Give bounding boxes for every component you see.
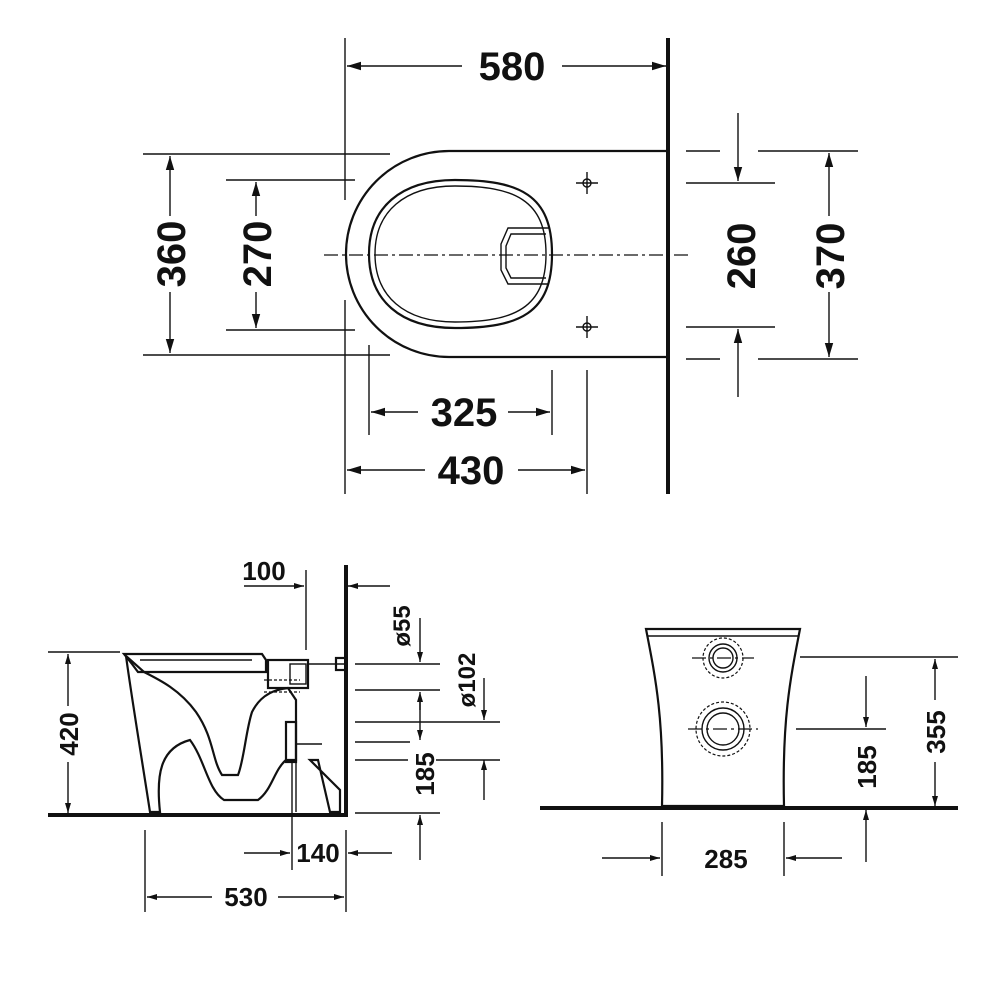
dim-530: 530 — [224, 882, 267, 912]
side-seat — [121, 652, 268, 674]
dim-285: 285 — [704, 844, 747, 874]
top-seat-opening-inner — [374, 185, 547, 323]
top-fixing-hole-lower — [576, 316, 598, 338]
rear-body-outline — [644, 627, 802, 808]
dim-185-rear: 185 — [852, 745, 882, 788]
dim-360: 360 — [150, 221, 194, 288]
dim-100: 100 — [242, 556, 285, 586]
side-view: 420 100 ø55 ø102 185 140 — [48, 556, 500, 912]
dim-325: 325 — [431, 391, 498, 435]
dim-185-side: 185 — [410, 752, 440, 795]
dim-355: 355 — [921, 710, 951, 753]
dim-370: 370 — [809, 223, 853, 290]
top-bowl-outline — [344, 149, 668, 359]
top-rim-detail — [500, 227, 549, 285]
dim-o102: ø102 — [454, 653, 481, 708]
rear-view: 355 185 285 — [540, 627, 958, 876]
rear-inlet-opening — [692, 637, 754, 679]
side-outlet — [284, 720, 298, 764]
dim-580: 580 — [479, 45, 546, 89]
dim-420: 420 — [54, 712, 84, 755]
dim-260: 260 — [720, 223, 764, 290]
top-fixing-hole-upper — [576, 172, 598, 194]
dim-o55: ø55 — [389, 605, 416, 646]
dim-140: 140 — [296, 838, 339, 868]
top-seat-opening — [367, 178, 554, 330]
dim-270: 270 — [236, 221, 280, 288]
side-inlet-connector — [266, 658, 310, 690]
top-rim-detail-inner — [505, 233, 546, 279]
top-view: 580 360 270 325 430 260 — [143, 38, 858, 494]
rear-outlet-opening — [688, 701, 758, 757]
dim-430: 430 — [438, 449, 505, 493]
